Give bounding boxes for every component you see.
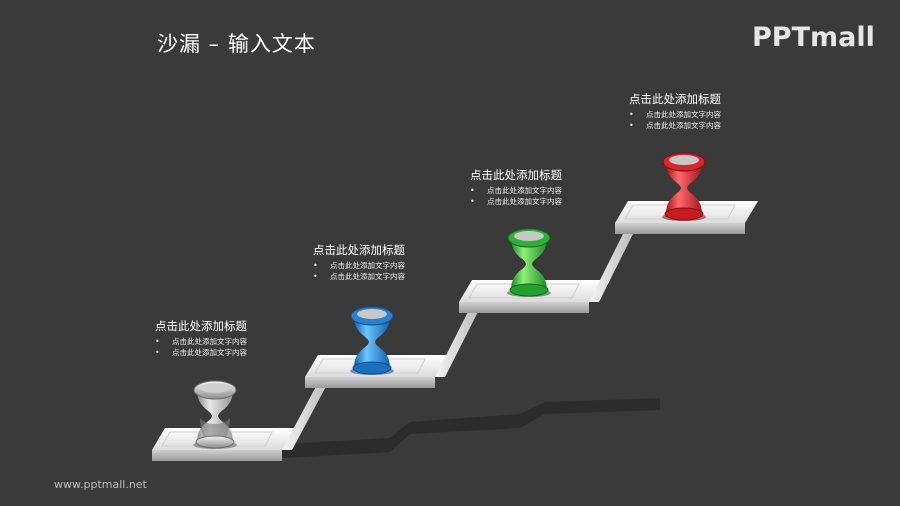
text-block-heading[interactable]: 点击此处添加标题 <box>629 92 721 106</box>
brand-logo: PPTmall <box>752 22 875 53</box>
slide-title[interactable]: 沙漏 – 输入文本 <box>157 32 316 56</box>
hourglass-icon-blue <box>350 306 394 375</box>
text-block-bullet[interactable]: 点击此处添加文字内容 <box>155 337 247 348</box>
text-block-bullet[interactable]: 点击此处添加文字内容 <box>313 272 405 283</box>
text-block-heading[interactable]: 点击此处添加标题 <box>470 168 562 182</box>
text-block-heading[interactable]: 点击此处添加标题 <box>313 243 405 257</box>
text-block-bullet[interactable]: 点击此处添加文字内容 <box>629 121 721 132</box>
hourglass-icon-grey <box>193 380 237 449</box>
text-block-bullet[interactable]: 点击此处添加文字内容 <box>470 186 562 197</box>
hourglass-icon-red <box>662 152 706 221</box>
text-block-4[interactable]: 点击此处添加标题 点击此处添加文字内容 点击此处添加文字内容 <box>629 91 721 131</box>
text-block-3[interactable]: 点击此处添加标题 点击此处添加文字内容 点击此处添加文字内容 <box>470 167 562 207</box>
text-block-bullet[interactable]: 点击此处添加文字内容 <box>313 261 405 272</box>
text-block-bullet[interactable]: 点击此处添加文字内容 <box>155 348 247 359</box>
staircase-shadow <box>250 398 660 460</box>
step-2 <box>305 304 482 388</box>
text-block-bullet[interactable]: 点击此处添加文字内容 <box>470 197 562 208</box>
text-block-heading[interactable]: 点击此处添加标题 <box>155 319 247 333</box>
footer-url[interactable]: www.pptmall.net <box>54 478 147 491</box>
text-block-2[interactable]: 点击此处添加标题 点击此处添加文字内容 点击此处添加文字内容 <box>313 242 405 282</box>
text-block-bullet[interactable]: 点击此处添加文字内容 <box>629 110 721 121</box>
text-block-1[interactable]: 点击此处添加标题 点击此处添加文字内容 点击此处添加文字内容 <box>155 318 247 358</box>
hourglass-icon-green <box>507 228 551 297</box>
